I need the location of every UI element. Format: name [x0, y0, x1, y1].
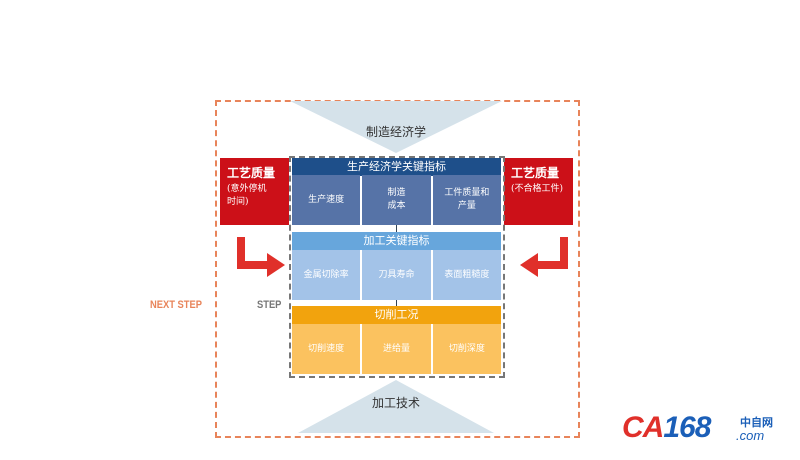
logo-domain: .com [736, 428, 765, 443]
tier3-cell: 进给量 [362, 324, 431, 374]
tier2-cell: 刀具寿命 [362, 250, 431, 300]
step-label: STEP [257, 299, 282, 311]
left-quality-box: 工艺质量 (意外停机 时间) [220, 158, 289, 225]
bottom-triangle [298, 380, 494, 433]
tier1-cell: 生产速度 [292, 175, 361, 225]
tier3-header: 切削工况 [292, 306, 501, 324]
tier2-cell: 金属切除率 [292, 250, 361, 300]
right-box-subtitle: (不合格工件) [511, 184, 564, 194]
tier3-cell: 切削速度 [292, 324, 361, 374]
inner-dashed-frame [289, 156, 505, 378]
logo-168: 168 [663, 411, 711, 444]
right-arrow-icon [520, 237, 568, 277]
next-step-label: NEXT STEP [150, 299, 202, 311]
tier3-cell: 切削深度 [432, 324, 501, 374]
top-triangle [290, 101, 502, 153]
logo-cn: 中自网 [740, 417, 773, 429]
connector-line [396, 225, 397, 233]
right-box-title: 工艺质量 [511, 166, 560, 180]
left-box-title: 工艺质量 [227, 166, 276, 180]
logo-ca: CA [622, 411, 664, 444]
left-arrow-icon [237, 237, 285, 277]
tier3-row: 切削速度 进给量 切削深度 [292, 324, 501, 374]
bottom-label: 加工技术 [371, 396, 420, 410]
tier1-cell: 工件质量和 产量 [432, 175, 501, 225]
tier1-header: 生产经济学关键指标 [292, 158, 501, 176]
left-box-subtitle: (意外停机 时间) [227, 184, 267, 207]
tier2-row: 金属切除率 刀具寿命 表面粗糙度 [292, 250, 501, 300]
tier2-header: 加工关键指标 [292, 232, 501, 250]
tier1-row: 生产速度 制造 成本 工件质量和 产量 [292, 175, 501, 225]
ca168-logo: CA168 [622, 411, 711, 445]
right-quality-box: 工艺质量 (不合格工件) [504, 158, 573, 225]
tier1-cell: 制造 成本 [362, 175, 431, 225]
connector-line [396, 300, 397, 307]
top-label: 制造经济学 [365, 125, 426, 139]
tier2-cell: 表面粗糙度 [432, 250, 501, 300]
